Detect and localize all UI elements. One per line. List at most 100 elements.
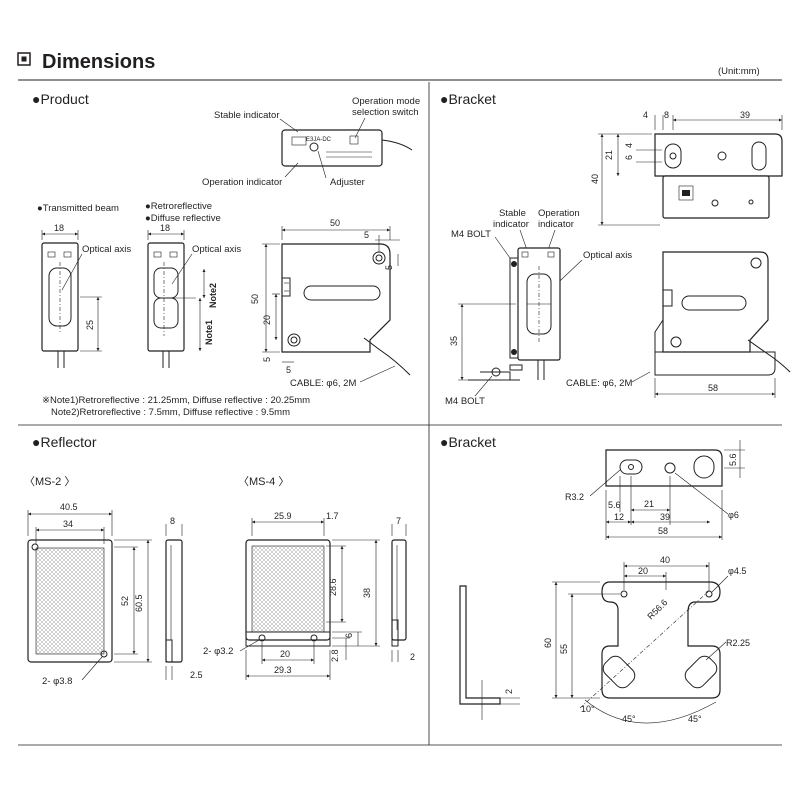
ms2-dim-thickness: 8 [170,516,175,526]
bracket2-angle-45b: 45° [688,714,702,724]
ms2-dim-width: 40.5 [60,502,78,512]
retroreflective-sensor [147,242,185,368]
ms4-dim-width: 25.9 [274,511,292,521]
bracket1-cable-label: CABLE: φ6, 2M [566,378,632,389]
ms2-dim-height: 60.5 [134,594,144,612]
dim-hole-offset-x: 5 [364,230,369,240]
sensor-side-view [281,243,411,376]
sensor-top-view: E3JA-DC [281,129,413,167]
note1-label: Note1 [204,320,214,345]
bracket1-stable-label-2: indicator [493,219,529,230]
bracket2-top-view [605,449,723,487]
reflector-section-title: ●Reflector [32,434,97,450]
dim-retro-width: 18 [160,223,170,233]
ms2-label: 〈MS-2 〉 [24,475,75,488]
dim-transmitted-width: 18 [54,223,64,233]
ms4-dim-2-8: 2.8 [330,649,340,662]
ms2-dim-hole-pitch: 52 [120,596,130,606]
product-section-title: ●Product [32,91,89,107]
dim-side-width: 50 [330,218,340,228]
bracket2-dim-r3-2: R3.2 [565,492,584,502]
svg-text:E3JA-DC: E3JA-DC [306,137,332,143]
ms2-reflector-front [27,539,113,663]
bracket2-side-view [459,585,501,705]
bracket1-operation-label-2: indicator [538,219,574,230]
bracket1-dim-4: 4 [643,110,648,120]
bracket1-dim-40: 40 [590,174,600,184]
note-line-1: ※Note1)Retroreflective : 21.25mm, Diffus… [42,395,310,406]
dim-side-height: 50 [250,294,260,304]
dim-bottom-hole-x: 5 [286,365,291,375]
operation-mode-label: Operation mode [352,96,420,107]
bracket2-dim-5-6: 5.6 [728,453,738,466]
transmitted-beam-sensor [41,242,79,368]
bracket1-top-view [654,133,783,219]
ms2-dim-inner-width: 34 [63,519,73,529]
bracket1-dim-58: 58 [708,383,718,393]
bracket1-dim-6: 6 [624,155,634,160]
bracket2-angle-45a: 45° [622,714,636,724]
bracket2-dim-20: 20 [638,566,648,576]
bracket2-dim-phi4-5: φ4.5 [728,566,746,576]
bracket2-dim-40: 40 [660,555,670,565]
note-line-2: Note2)Retroreflective : 7.5mm, Diffuse r… [51,407,290,418]
ms2-reflector-side [165,539,183,663]
bracket2-dim-55: 55 [559,644,569,654]
ms4-dim-inner-height: 28.6 [328,578,338,596]
optical-axis-label-2: Optical axis [192,244,241,255]
adjuster-label: Adjuster [330,177,365,188]
ms4-dim-6: 6 [344,633,354,638]
bracket1-dim-8: 8 [664,110,669,120]
retroreflective-label: ●Retroreflective [145,201,212,212]
bracket1-dim-35: 35 [449,336,459,346]
bracket1-m4-bolt-bottom: M4 BOLT [445,396,485,407]
bracket1-front-view [468,247,561,381]
bracket1-section-title: ●Bracket [440,91,496,107]
diffuse-reflective-label: ●Diffuse reflective [145,213,221,224]
bracket2-dim-phi6: φ6 [728,510,739,520]
page-title: Dimensions [42,51,155,73]
bracket1-dim-4b: 4 [624,143,634,148]
bracket2-dim-60: 60 [543,638,553,648]
ms4-dim-total-width: 29.3 [274,665,292,675]
ms4-holes-label: 2- φ3.2 [203,646,233,657]
stable-indicator-label: Stable indicator [214,110,279,121]
ms4-dim-thickness: 7 [396,516,401,526]
title-box-icon [17,52,31,66]
bracket2-dim-21: 21 [644,499,654,509]
ms4-reflector-front [245,539,331,647]
bracket2-dim-39: 39 [660,512,670,522]
unit-label: (Unit:mm) [718,66,760,77]
ms4-dim-height: 38 [362,588,372,598]
bracket2-dim-5-6b: 5.6 [608,500,621,510]
dim-axis-to-hole: 20 [262,315,272,325]
ms4-dim-1-7: 1.7 [326,511,339,521]
optical-axis-label-1: Optical axis [82,244,131,255]
ms4-dim-hole-pitch: 20 [280,649,290,659]
bracket1-m4-bolt-top: M4 BOLT [451,229,491,240]
dim-bottom-hole-y: 5 [262,357,272,362]
bracket2-dim-2: 2 [504,689,514,694]
ms4-reflector-side [391,539,407,647]
selection-switch-label: selection switch [352,107,419,118]
transmitted-beam-label: ●Transmitted beam [37,203,119,214]
bracket2-dim-58: 58 [658,526,668,536]
bracket1-stable-label: Stable [499,208,526,219]
ms2-dim-2-5: 2.5 [190,670,203,680]
bracket1-optical-axis: Optical axis [583,250,632,261]
bracket1-dim-21: 21 [604,150,614,160]
dim-hole-offset-y: 5 [384,265,394,270]
bracket2-dim-r2-25: R2.25 [726,638,750,648]
bracket1-dim-39: 39 [740,110,750,120]
bracket2-angle-10: 10° [581,704,595,714]
product-cable-label: CABLE: φ6, 2M [290,378,356,389]
bracket2-dim-12: 12 [614,512,624,522]
note2-label: Note2 [208,283,218,308]
bracket1-side-view [654,251,791,376]
operation-indicator-label: Operation indicator [202,177,282,188]
ms4-label: 〈MS-4 〉 [238,475,289,488]
bracket2-front-view [579,581,721,724]
ms4-dim-2: 2 [410,652,415,662]
bracket1-operation-label: Operation [538,208,580,219]
